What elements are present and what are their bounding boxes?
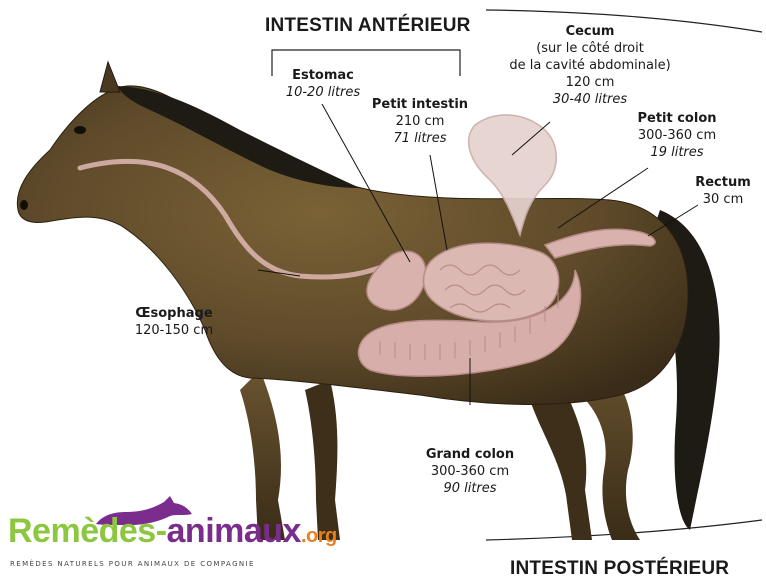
site-logo[interactable]: Remèdes-animaux.org REMÈDES NATURELS POU… bbox=[8, 494, 276, 578]
label-cecum-volume: 30-40 litres bbox=[495, 91, 685, 108]
ear bbox=[100, 62, 120, 92]
logo-wordmark: Remèdes-animaux.org bbox=[8, 512, 337, 551]
label-oesophage: Œsophage 120-150 cm bbox=[122, 305, 226, 339]
logo-text-remedes: Remèdes- bbox=[8, 512, 167, 550]
label-oesophage-length: 120-150 cm bbox=[122, 322, 226, 339]
label-petit-colon-length: 300-360 cm bbox=[630, 127, 724, 144]
label-rectum-length: 30 cm bbox=[690, 191, 756, 208]
label-petit-colon-name: Petit colon bbox=[630, 110, 724, 127]
label-grand-colon-name: Grand colon bbox=[420, 446, 520, 463]
label-petit-intestin: Petit intestin 210 cm 71 litres bbox=[370, 96, 470, 147]
label-cecum-note-1: (sur le côté droit bbox=[495, 40, 685, 57]
label-petit-intestin-length: 210 cm bbox=[370, 113, 470, 130]
label-cecum-note-2: de la cavité abdominale) bbox=[495, 57, 685, 74]
label-grand-colon-length: 300-360 cm bbox=[420, 463, 520, 480]
label-petit-intestin-name: Petit intestin bbox=[370, 96, 470, 113]
label-rectum: Rectum 30 cm bbox=[690, 174, 756, 208]
label-cecum: Cecum (sur le côté droit de la cavité ab… bbox=[495, 23, 685, 108]
label-estomac-volume: 10-20 litres bbox=[282, 84, 364, 101]
logo-tagline: REMÈDES NATURELS POUR ANIMAUX DE COMPAGN… bbox=[10, 560, 255, 568]
label-cecum-length: 120 cm bbox=[495, 74, 685, 91]
label-grand-colon-volume: 90 litres bbox=[420, 480, 520, 497]
label-petit-colon: Petit colon 300-360 cm 19 litres bbox=[630, 110, 724, 161]
label-petit-intestin-volume: 71 litres bbox=[370, 130, 470, 147]
label-estomac-name: Estomac bbox=[282, 67, 364, 84]
label-estomac: Estomac 10-20 litres bbox=[282, 67, 364, 101]
logo-text-org: .org bbox=[301, 525, 337, 547]
label-cecum-name: Cecum bbox=[495, 23, 685, 40]
label-rectum-name: Rectum bbox=[690, 174, 756, 191]
nostril bbox=[20, 200, 28, 210]
small-intestine bbox=[424, 243, 559, 321]
label-oesophage-name: Œsophage bbox=[122, 305, 226, 322]
label-petit-colon-volume: 19 litres bbox=[630, 144, 724, 161]
label-grand-colon: Grand colon 300-360 cm 90 litres bbox=[420, 446, 520, 497]
logo-text-animaux: animaux bbox=[167, 512, 301, 550]
eye bbox=[74, 126, 86, 134]
section-title-anterior: INTESTIN ANTÉRIEUR bbox=[265, 15, 471, 37]
section-title-posterior: INTESTIN POSTÉRIEUR bbox=[510, 558, 729, 580]
